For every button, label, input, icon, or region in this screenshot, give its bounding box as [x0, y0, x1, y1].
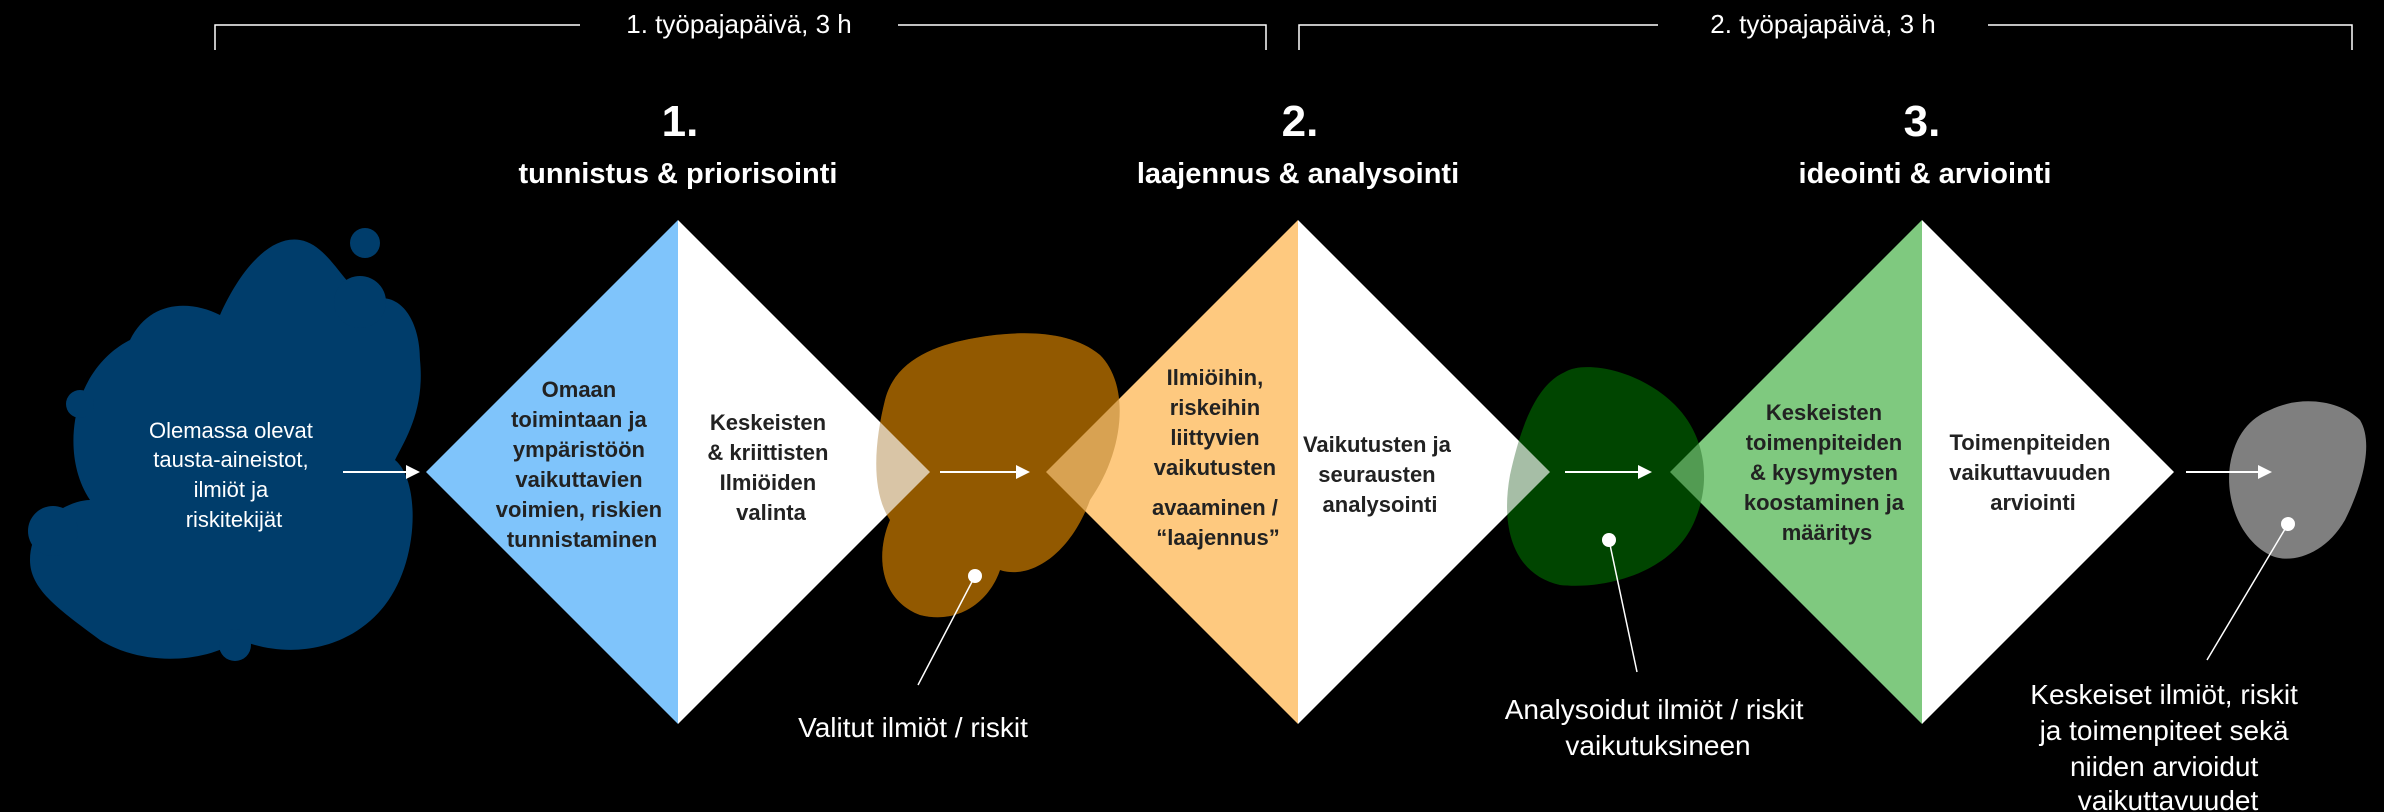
start-blob-text: Olemassa olevat tausta-aineistot, ilmiöt…: [149, 418, 319, 532]
output-2-label: Analysoidut ilmiöt / riskit vaikutuksine…: [1505, 694, 1812, 761]
phase-3-left-text: Keskeisten toimenpiteiden & kysymysten k…: [1744, 400, 1910, 545]
phase-1-left-triangle: [426, 220, 678, 724]
phase-2-title: laajennus & analysointi: [1137, 158, 1459, 190]
flow-arrows: [343, 465, 2272, 479]
output-1-label: Valitut ilmiöt / riskit: [798, 712, 1028, 743]
output-pointers: [917, 517, 2295, 686]
output-3-label: Keskeiset ilmiöt, riskit ja toimenpiteet…: [2030, 679, 2305, 812]
phase-2-right-text: Vaikutusten ja seurausten analysointi: [1303, 432, 1457, 517]
blob-overlaps: [876, 333, 1705, 618]
phase-3-title: ideointi & arviointi: [1799, 158, 2052, 190]
phase-2-left-triangle: [1046, 220, 1298, 724]
bracket-day-2: [1298, 24, 2353, 50]
bracket-day-1-label: 1. työpajapäivä, 3 h: [626, 9, 852, 39]
phase-3-right-triangle: [1922, 220, 2174, 724]
phase-1-left-text: Omaan toimintaan ja ympäristöön vaikutta…: [496, 377, 668, 552]
bracket-day-1: [214, 24, 1267, 50]
phase-2-right-triangle: [1298, 220, 1550, 724]
output-3-blob: [2229, 401, 2367, 559]
phase-3-right-text: Toimenpiteiden vaikuttavuuden arviointi: [1949, 430, 2117, 515]
phase-3-number: 3.: [1904, 97, 1941, 146]
phase-1-title: tunnistus & priorisointi: [519, 158, 838, 190]
output-2-blob: [1507, 367, 1705, 586]
phase-2-number: 2.: [1282, 97, 1319, 146]
bracket-day-2-label: 2. työpajapäivä, 3 h: [1710, 9, 1936, 39]
phase-1-right-triangle: [678, 220, 930, 724]
phase-1-number: 1.: [662, 97, 699, 146]
output-1-blob: [876, 333, 1120, 618]
start-blob: [28, 228, 421, 661]
phase-3-left-triangle: [1670, 220, 1922, 724]
phase-2-left-text: Ilmiöihin, riskeihin liittyvien vaikutus…: [1152, 365, 1284, 550]
phase-1-right-text: Keskeisten & kriittisten Ilmiöiden valin…: [707, 410, 834, 525]
